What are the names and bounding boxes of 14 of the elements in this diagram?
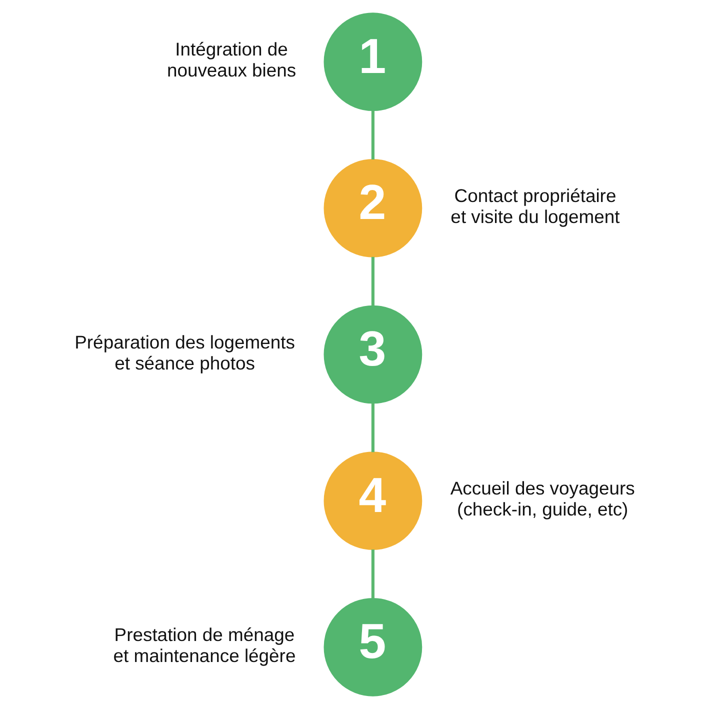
node-label: Contact propriétaire et visite du logement xyxy=(450,185,620,227)
node-circle: 3 xyxy=(324,305,422,404)
connector xyxy=(371,110,374,160)
connector xyxy=(371,550,374,598)
node-label: Préparation des logements et séance photos xyxy=(74,331,295,374)
node-circle: 2 xyxy=(324,158,422,258)
connector xyxy=(371,256,374,306)
node-circle: 1 xyxy=(324,12,422,112)
node-label: Prestation de ménage et maintenance légère xyxy=(113,624,296,666)
node-circle: 4 xyxy=(324,452,422,550)
node-label: Intégration de nouveaux biens xyxy=(166,38,296,81)
node-circle: 5 xyxy=(324,598,422,696)
connector xyxy=(371,403,374,452)
node-label: Accueil des voyageurs (check-in, guide, etc) xyxy=(450,478,635,520)
